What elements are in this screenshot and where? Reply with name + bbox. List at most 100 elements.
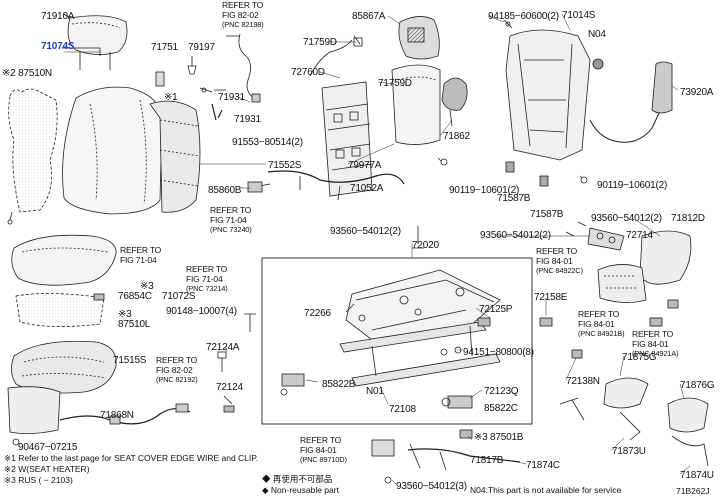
- part-label: 93560−54012(3): [396, 481, 467, 492]
- part-label: 90467−07215: [18, 442, 78, 453]
- figure-code: 71B262J: [676, 486, 710, 496]
- part-label: 93560−54012(2): [480, 230, 551, 241]
- refer-to-line: FIG 84-01: [632, 338, 669, 349]
- footnote-1: ※1 Refer to the last page for SEAT COVER…: [4, 453, 259, 463]
- part-label: 71910A: [41, 11, 75, 22]
- footnote-2: ※2 W(SEAT HEATER): [4, 464, 90, 474]
- refer-to-line: FIG 84-01: [300, 444, 337, 455]
- headrest-part: [67, 15, 128, 70]
- refer-to-line: REFER TO: [210, 205, 252, 215]
- part-label: 71812D: [671, 213, 705, 224]
- refer-to-line: FIG 84-01: [536, 255, 573, 266]
- part-label: 71552S: [268, 160, 302, 171]
- pnc-code: (PNC 84921B): [578, 329, 625, 338]
- part-label: 71515S: [113, 355, 147, 366]
- pnc-code: (PNC 84922C): [536, 266, 583, 275]
- part-label: 71868N: [100, 410, 134, 421]
- refer-to-line: REFER TO: [120, 245, 162, 255]
- part-label: 93560−54012(2): [591, 213, 662, 224]
- part-label: 71874U: [680, 470, 714, 481]
- part-label: 90119−10601(2): [597, 180, 668, 191]
- part-label: 71862: [443, 131, 470, 142]
- part-label: 71817B: [470, 455, 504, 466]
- part-label: ※1: [164, 92, 178, 103]
- legend-nonreusable-en: ◆ Non-reusable part: [262, 485, 339, 495]
- pnc-code: (PNC 82192): [156, 375, 198, 384]
- part-label: 85822B: [322, 379, 356, 390]
- part-label: 79977A: [348, 160, 382, 171]
- legend-nonreusable-jp: ◆ 再使用不可部品: [262, 474, 333, 484]
- part-label: 85860B: [208, 185, 242, 196]
- part-label: N04: [588, 29, 606, 40]
- refer-to-line: FIG 84-01: [578, 318, 615, 329]
- part-label: 71072S: [162, 291, 196, 302]
- part-label: 76854C: [118, 291, 152, 302]
- part-label: 90119−10601(2): [449, 185, 520, 196]
- pnc-code: (PNC 73214): [186, 284, 228, 293]
- pnc-code: (PNC 73240): [210, 225, 252, 234]
- part-label: 90148−10007(4): [166, 306, 237, 317]
- part-label: 91553−80514(2): [232, 137, 303, 148]
- legend-bullet-icon: ◆: [262, 485, 271, 495]
- refer-to-line: REFER TO: [156, 355, 198, 365]
- part-label: 72020: [412, 240, 439, 251]
- part-label: 71875G: [622, 352, 657, 363]
- refer-to-line: FIG 71-04: [210, 214, 247, 225]
- n04-note: N04:This part is not available for servi…: [470, 485, 622, 495]
- part-label: 71587B: [497, 193, 531, 204]
- part-label: 94185−60600(2): [488, 11, 559, 22]
- refer-to-line: REFER TO: [536, 246, 578, 256]
- part-label: 85867A: [352, 11, 386, 22]
- part-label: 71931: [234, 114, 261, 125]
- pnc-code: (PNC 89710D): [300, 455, 347, 464]
- part-label: 72138N: [566, 376, 600, 387]
- part-label: 94151−80800(8): [463, 347, 534, 358]
- part-label: 72760D: [291, 67, 325, 78]
- part-label: 87510L: [118, 319, 151, 330]
- part-label: 71874C: [526, 460, 560, 471]
- pnc-code: (PNC 84921A): [632, 349, 679, 358]
- part-label: 71759D: [378, 78, 412, 89]
- part-label: 71759D: [303, 37, 337, 48]
- part-label: N01: [366, 386, 384, 397]
- legend-bullet-icon: ◆: [262, 474, 273, 484]
- refer-to-line: FIG 82-02: [156, 364, 193, 375]
- pnc-code: (PNC 82198): [222, 20, 264, 29]
- refer-to-line: REFER TO: [578, 309, 620, 319]
- part-label: ※3: [118, 309, 132, 320]
- refer-to-line: FIG 82-02: [222, 9, 259, 20]
- part-label: 72123Q: [484, 386, 519, 397]
- footnote-3: ※3 RUS ( − 2103): [4, 475, 73, 485]
- part-label: 72124: [216, 382, 243, 393]
- part-label: 72714: [626, 230, 653, 241]
- refer-to-line: REFER TO: [632, 329, 674, 339]
- part-label: 72124A: [206, 342, 240, 353]
- part-label: 71587B: [530, 209, 564, 220]
- part-label: 71931: [218, 92, 245, 103]
- part-label: 87501B: [490, 432, 524, 443]
- seatback-frame: [503, 19, 604, 161]
- part-label: 71014S: [562, 10, 596, 21]
- refer-to-line: REFER TO: [222, 0, 264, 10]
- part-label: ※2 87510N: [2, 68, 52, 79]
- refer-to-line: FIG 71-04: [120, 254, 157, 265]
- part-label: 73920A: [680, 87, 714, 98]
- part-label: 71074S: [41, 41, 75, 52]
- part-label: 85822C: [484, 403, 518, 414]
- part-label: 71873U: [612, 446, 646, 457]
- part-label: 71876G: [680, 380, 715, 391]
- lumbar-mechanism: [309, 39, 373, 197]
- refer-to-line: FIG 71-04: [186, 273, 223, 284]
- part-label: 93560−54012(2): [330, 226, 401, 237]
- refer-to-line: REFER TO: [300, 435, 342, 445]
- part-label: ※3: [140, 281, 154, 292]
